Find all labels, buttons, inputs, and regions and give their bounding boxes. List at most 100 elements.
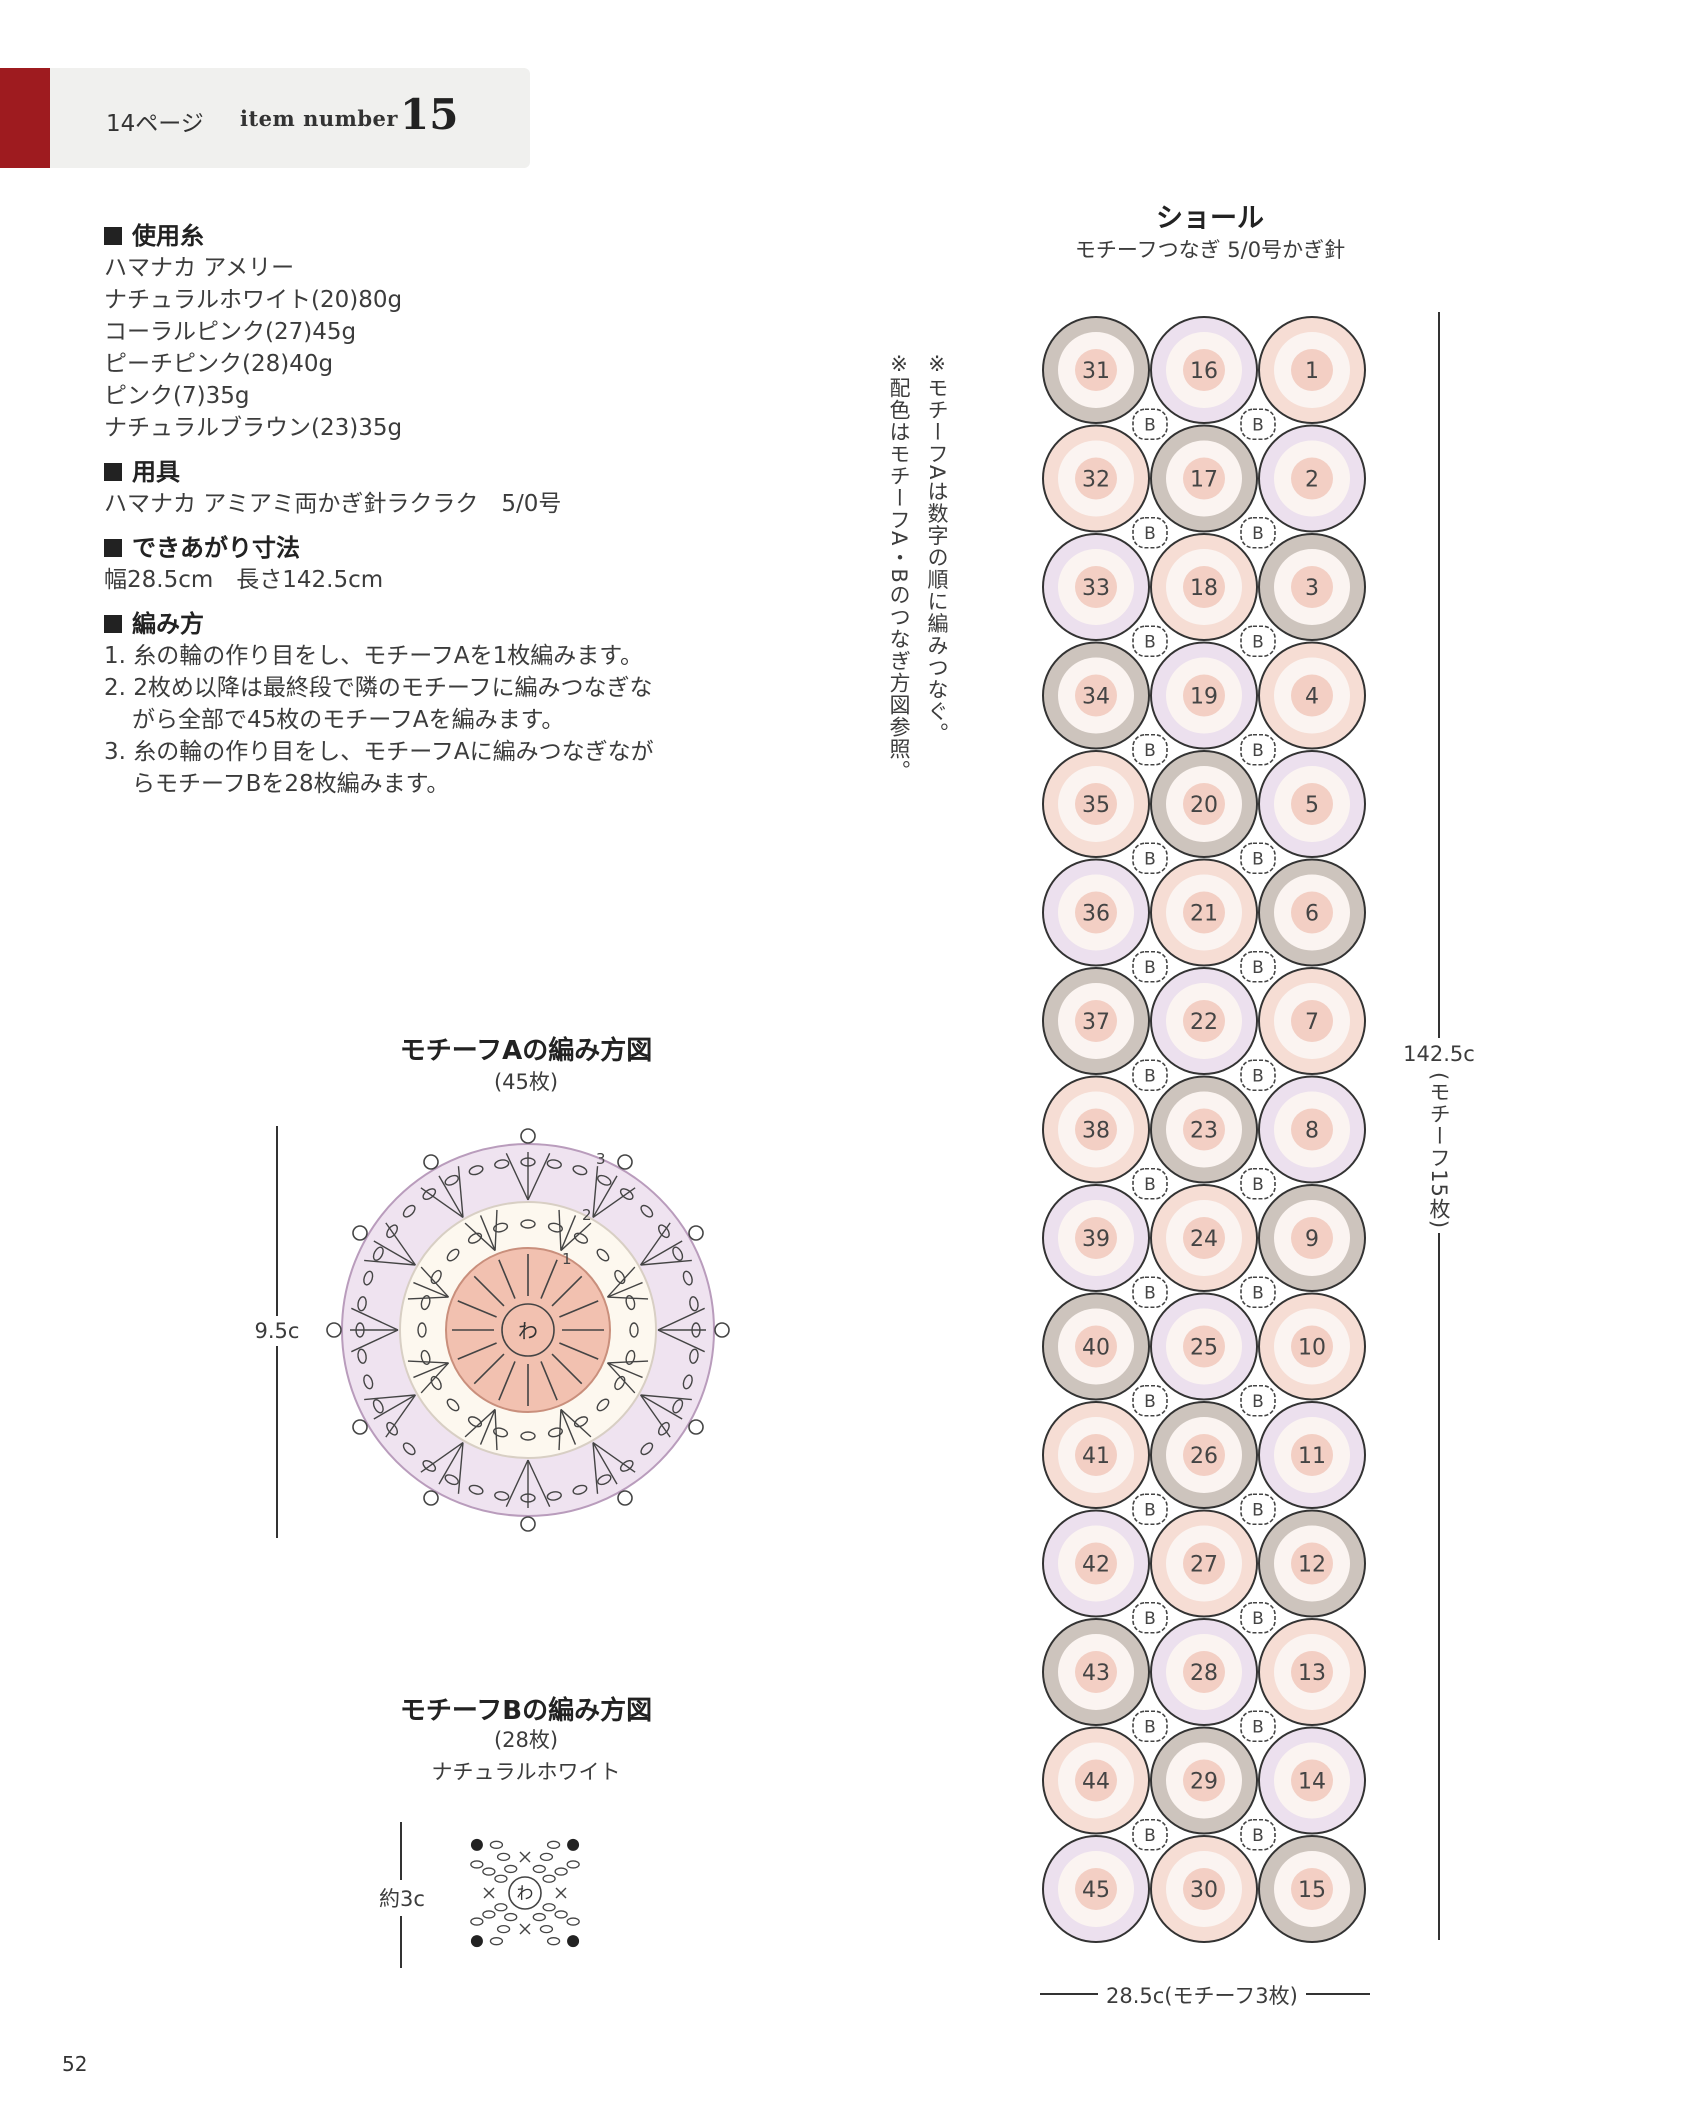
size-heading: できあがり寸法	[104, 532, 664, 564]
stitch-mark	[527, 1459, 551, 1507]
motif-number: 36	[1082, 902, 1110, 927]
motif-a-10: 10	[1258, 1292, 1366, 1401]
picot-stitch	[520, 1516, 536, 1532]
round-number-label: 1	[562, 1250, 572, 1268]
stitch-mark	[527, 1153, 551, 1201]
motif-number: 20	[1190, 793, 1218, 818]
chain-stitch	[494, 1874, 508, 1883]
stitch-mark	[560, 1222, 592, 1252]
stitch-mark	[457, 1166, 464, 1218]
motif-number: 40	[1082, 1336, 1110, 1361]
chain-stitch	[494, 1159, 510, 1169]
motif-number: 11	[1298, 1444, 1326, 1469]
method-heading: 編み方	[104, 608, 664, 640]
yarn-item: ハマナカ アメリー	[104, 255, 295, 281]
connector-label: B	[1144, 849, 1156, 869]
chain-stitch	[672, 1246, 684, 1261]
chain-stitch	[504, 1912, 518, 1922]
chain-stitch	[446, 1398, 460, 1412]
stitch-mark	[592, 1187, 636, 1218]
chain-stitch	[402, 1204, 416, 1218]
motif-number: 7	[1305, 1010, 1319, 1035]
motif-b-chart: わ	[470, 1838, 580, 1948]
motif-a-44: 44	[1042, 1726, 1150, 1835]
connector-label: B	[1144, 1826, 1156, 1846]
stitch-mark	[592, 1442, 618, 1485]
picot-stitch	[423, 1490, 439, 1506]
connector-label: B	[1144, 415, 1156, 435]
connector-motif-b: B	[1240, 1818, 1276, 1851]
stitch-mark	[498, 1259, 516, 1299]
stitch-mark	[592, 1175, 618, 1218]
connector-motif-b: B	[1240, 1384, 1276, 1417]
connector-motif-b: B	[1132, 516, 1168, 549]
motif-a-45: 45	[1042, 1835, 1150, 1943]
chain-stitch	[689, 1296, 699, 1312]
motif-number: 18	[1190, 576, 1218, 601]
chain-stitch	[482, 1910, 496, 1919]
connector-label: B	[1252, 1609, 1264, 1629]
stitch-mark	[640, 1394, 683, 1420]
connector-motif-b: B	[1240, 1276, 1276, 1309]
motif-number: 23	[1190, 1119, 1218, 1144]
stitch-mark	[438, 1442, 464, 1485]
connector-motif-b: B	[1132, 1276, 1168, 1309]
stitch-mark	[479, 1409, 496, 1445]
motif-number: 43	[1082, 1661, 1110, 1686]
motif-number: 15	[1298, 1878, 1326, 1903]
chain-stitch	[420, 1349, 431, 1365]
motif-a-dimension-label: 9.5c	[246, 1316, 308, 1346]
stitch-mark	[420, 1442, 464, 1473]
motif-b-color: ナチュラルホワイト	[431, 1760, 621, 1784]
square-bullet-icon	[104, 227, 122, 245]
stitch-mark	[592, 1442, 599, 1494]
stitch-mark	[479, 1215, 496, 1251]
stitch-mark	[457, 1300, 497, 1318]
page-reference: 14ページ	[106, 111, 204, 137]
stitch-mark	[559, 1342, 599, 1360]
motif-number: 33	[1082, 576, 1110, 601]
connector-motif-b: B	[1240, 1167, 1276, 1200]
chain-stitch	[657, 1224, 670, 1239]
motif-a-29: 29	[1150, 1726, 1258, 1835]
tools-text: ハマナカ アミアミ両かぎ針ラクラク 5/0号	[104, 491, 562, 517]
join-point	[470, 1935, 483, 1948]
magic-ring	[508, 1876, 542, 1910]
single-crochet-mark	[519, 1923, 531, 1935]
motif-a-30: 30	[1150, 1835, 1258, 1943]
stitch-mark	[640, 1222, 671, 1266]
chain-stitch	[372, 1246, 384, 1261]
picot-stitch	[326, 1322, 342, 1338]
motif-number: 22	[1190, 1010, 1218, 1035]
picot-stitch	[617, 1154, 633, 1170]
motif-number: 8	[1305, 1119, 1319, 1144]
chain-stitch	[539, 1852, 554, 1862]
chain-stitch	[689, 1348, 699, 1364]
stitch-mark	[657, 1329, 705, 1353]
chain-stitch	[532, 1864, 546, 1874]
chain-stitch	[640, 1442, 654, 1456]
connector-label: B	[1144, 632, 1156, 652]
connector-motif-b: B	[1132, 1601, 1168, 1634]
connector-motif-b: B	[1132, 1384, 1168, 1417]
stitch-mark	[385, 1394, 416, 1438]
connector-motif-b: B	[1240, 516, 1276, 549]
connector-label: B	[1252, 741, 1264, 761]
motif-a-34: 34	[1042, 641, 1150, 750]
single-crochet-mark	[483, 1887, 495, 1899]
connector-label: B	[1252, 632, 1264, 652]
motif-number: 17	[1190, 468, 1218, 493]
motif-number: 34	[1082, 685, 1110, 710]
height-dimension-label: 142.5c (モチーフ15枚)	[1398, 1038, 1480, 1234]
motif-a-38: 38	[1042, 1075, 1150, 1184]
stitch-mark	[505, 1153, 529, 1201]
stitch-mark	[607, 1362, 643, 1379]
single-crochet-mark	[519, 1851, 531, 1863]
stitch-mark	[420, 1266, 450, 1298]
picot-stitch	[352, 1225, 368, 1241]
motif-a-16: 16	[1150, 316, 1258, 424]
motif-a-11: 11	[1258, 1401, 1366, 1509]
motif-number: 45	[1082, 1878, 1110, 1903]
chain-stitch	[520, 1219, 536, 1229]
chain-stitch	[572, 1165, 588, 1176]
